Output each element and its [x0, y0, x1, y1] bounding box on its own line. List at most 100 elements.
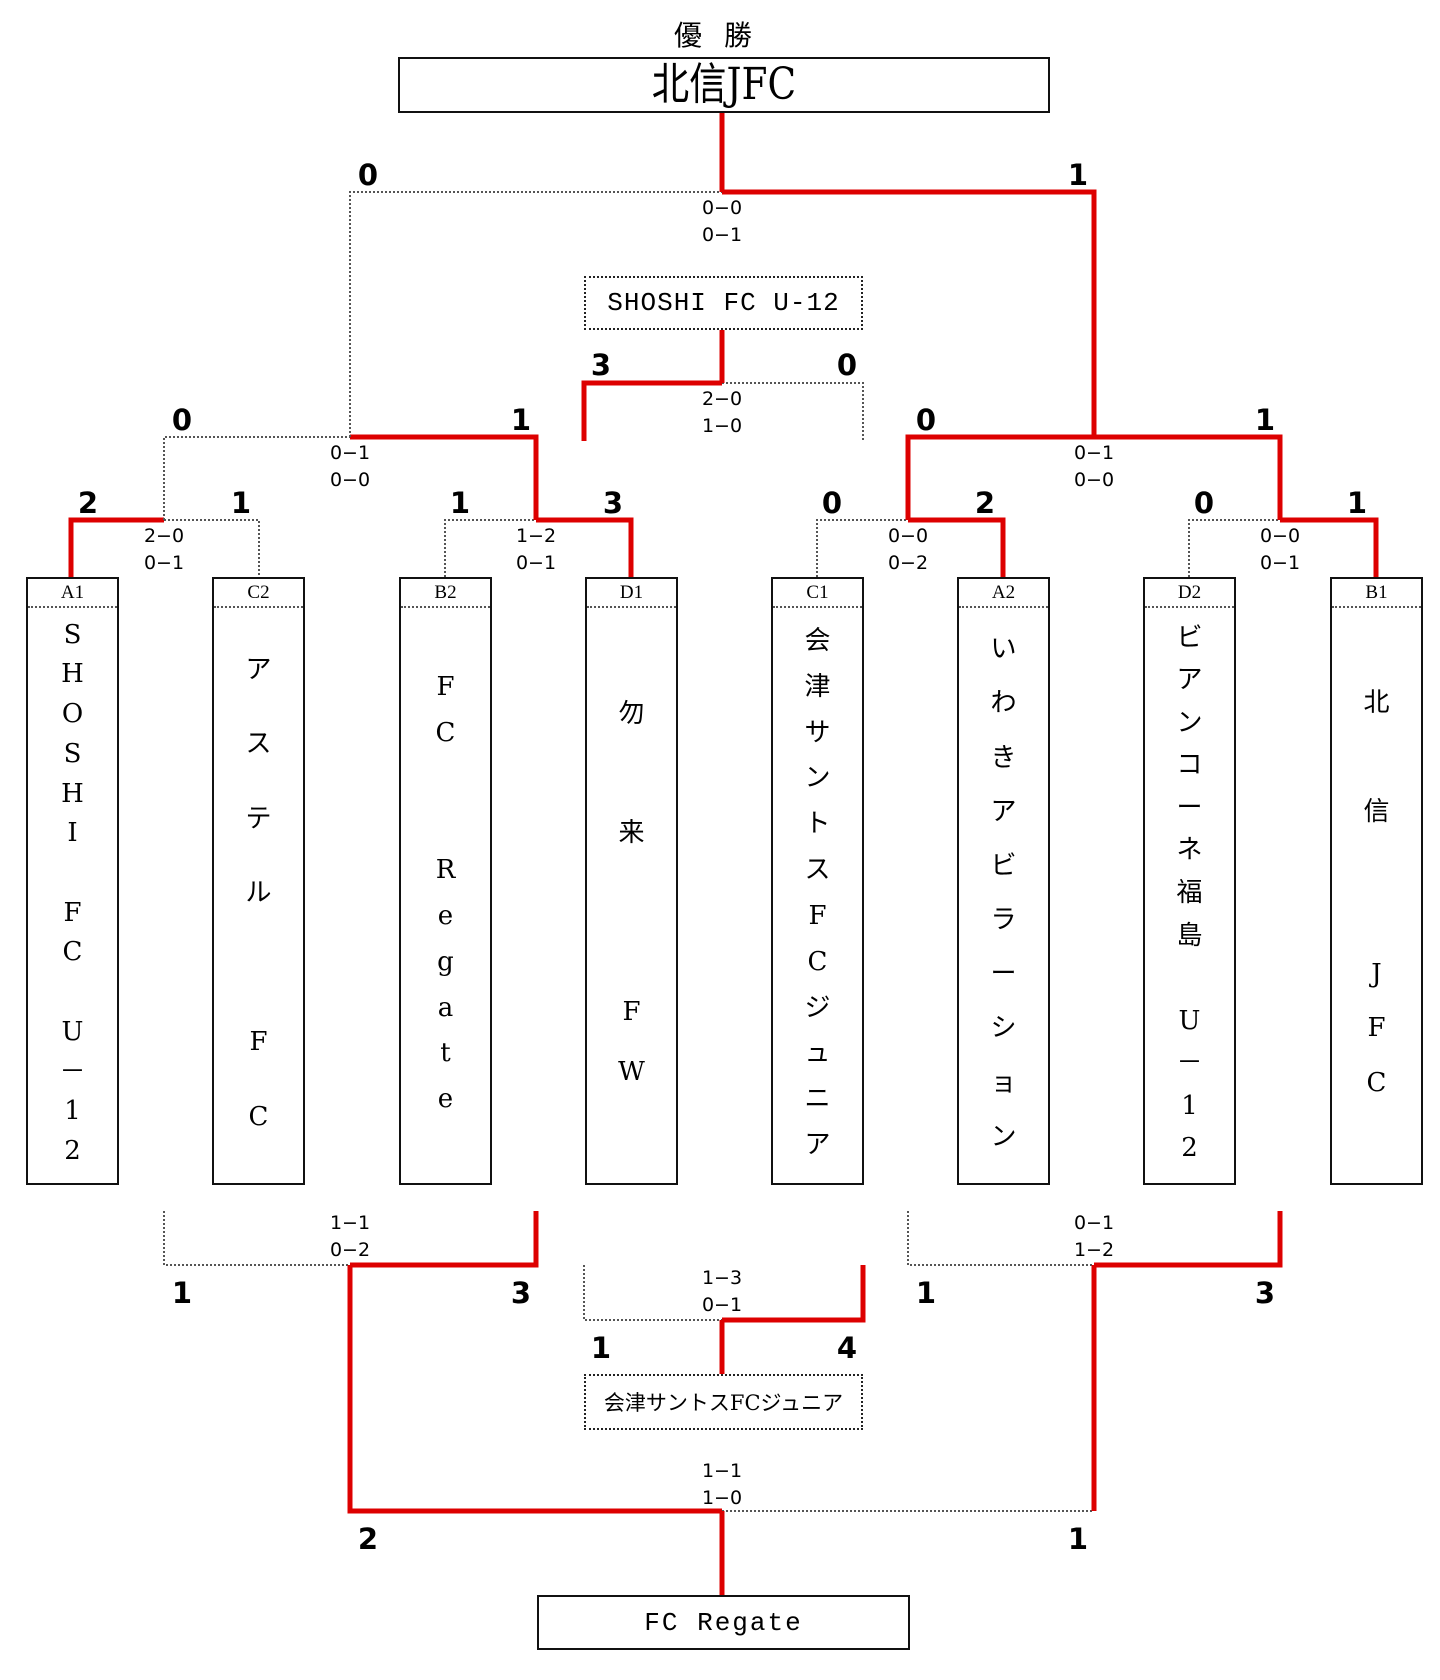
- score-3rd-lower-left: 1: [590, 1331, 612, 1365]
- team-name-char: ア: [245, 654, 272, 685]
- team-name-char: F: [249, 1027, 268, 1057]
- score-r1-3-right: 2: [974, 486, 996, 520]
- third-place-upper-box: SHOSHI FC U-12: [584, 276, 863, 330]
- team-name-char: ア: [990, 796, 1017, 827]
- score-lower-final-right: 1: [1067, 1522, 1089, 1556]
- score-r1-3-left: 0: [821, 486, 843, 520]
- team-name-char: ア: [804, 1130, 831, 1161]
- line-final-right: [722, 189, 1097, 437]
- score-r1-1-left: 2: [77, 486, 99, 520]
- team-name-char: 福: [1176, 877, 1203, 908]
- team-name-char: [627, 641, 635, 669]
- team-name-char: ョ: [990, 1067, 1017, 1098]
- team-seed: D2: [1145, 579, 1234, 608]
- team-name-char: ネ: [1176, 835, 1203, 866]
- third-place-lower-box: 会津サントスFCジュニア: [584, 1374, 863, 1430]
- team-name-char: [68, 978, 76, 1006]
- team-seed: A1: [28, 579, 117, 608]
- team-name-char: 信: [1363, 796, 1390, 827]
- team-name-char: [441, 1131, 449, 1159]
- team-name-char: ジ: [804, 992, 831, 1023]
- team-name-char: H: [61, 659, 84, 690]
- score-sf-1-right: 1: [510, 403, 532, 437]
- team-name-char: [1372, 635, 1380, 663]
- line-sf2-left: [905, 434, 1094, 520]
- score-r1-2-left: 1: [449, 486, 471, 520]
- team-name-char: [627, 879, 635, 907]
- team-name-char: C: [1366, 1067, 1387, 1098]
- team-name-char: 津: [804, 671, 831, 702]
- team-name-char: C: [807, 946, 828, 977]
- score-r1-4-left: 0: [1193, 486, 1215, 520]
- team-name-char: F: [622, 997, 641, 1028]
- team-name-char: [1372, 906, 1380, 934]
- team-name-char: －: [1176, 1048, 1203, 1079]
- team-name-char: a: [437, 992, 454, 1023]
- team-name-char: ー: [990, 959, 1017, 990]
- team-name-char: わ: [990, 688, 1017, 719]
- team-name-char: 来: [618, 818, 645, 849]
- line-lower-sf1-right: [350, 1211, 539, 1268]
- team-name-char: 2: [64, 1136, 81, 1167]
- team-name-char: [1372, 1123, 1380, 1151]
- team-name-char: 島: [1176, 920, 1203, 951]
- team-name-char: テ: [245, 803, 272, 834]
- team-name-char: [1372, 744, 1380, 772]
- line-a1: [68, 517, 164, 577]
- team-name-char: ス: [245, 729, 272, 759]
- team-name-char: [627, 760, 635, 788]
- team-seed: A2: [959, 579, 1048, 608]
- score-r1-1-right: 1: [230, 486, 252, 520]
- team-name-char: [441, 810, 449, 838]
- score-lower-sf-1-left: 1: [171, 1276, 193, 1310]
- team-name-char: [254, 954, 262, 982]
- team-name-char: コ: [1176, 750, 1203, 781]
- line-lower-final-left: [347, 1265, 722, 1514]
- team-name-char: F: [63, 897, 82, 928]
- team-name-char: I: [67, 818, 78, 849]
- line-a2: [908, 517, 1006, 577]
- line-3rd-upper-left: [581, 380, 722, 441]
- third-place-upper-name: SHOSHI FC U-12: [607, 288, 840, 318]
- team-name-char: J: [1371, 959, 1382, 990]
- team-name-char: C: [435, 717, 456, 748]
- line-d1: [536, 517, 634, 577]
- team-seed: B2: [401, 579, 490, 608]
- team-name-char: ー: [1176, 792, 1203, 823]
- score-lower-sf-2-left: 1: [915, 1276, 937, 1310]
- team-name-char: 1: [1181, 1090, 1198, 1121]
- line-lower-sf2-left: [907, 1211, 1094, 1266]
- team-name-char: ン: [990, 1121, 1017, 1152]
- lower-final-winner-name: FC Regate: [644, 1607, 803, 1638]
- score-final-left: 0: [357, 158, 379, 192]
- team-name-char: 勿: [618, 699, 645, 730]
- lower-final-winner-box: FC Regate: [537, 1595, 910, 1650]
- team-name-char: 北: [1363, 688, 1390, 719]
- line-3rd-lower-right: [722, 1265, 866, 1323]
- team-name-char: [68, 859, 76, 887]
- score-sf-2-right: 1: [1254, 403, 1276, 437]
- team-name-char: ト: [804, 809, 831, 840]
- team-name-char: e: [437, 900, 454, 931]
- team-name-char: ビ: [1176, 622, 1203, 653]
- line-sf1-right: [350, 434, 539, 520]
- team-name-char: F: [1367, 1013, 1386, 1044]
